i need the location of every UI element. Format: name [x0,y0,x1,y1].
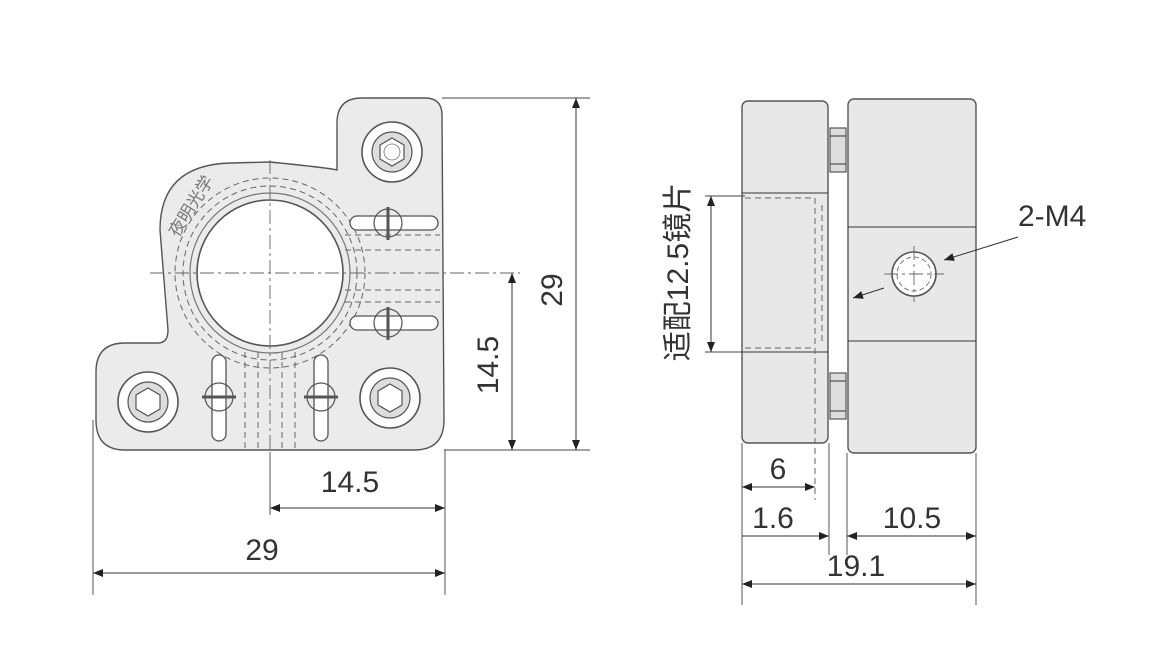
thread-leader [943,236,1019,261]
front-view: 夜明光学 29 14.5 14.5 29 [92,97,590,595]
gap-screw-lower [829,372,847,420]
dim-label-width-total: 29 [245,534,278,567]
thread-callout: 2-M4 [1018,200,1086,233]
dim-label-left-block: 6 [770,453,787,486]
dim-label-height-total: 29 [536,273,569,306]
dim-label-height-center: 14.5 [472,336,505,394]
dim-label-width-center: 14.5 [321,466,379,499]
clamp-slot-right [304,354,338,442]
clamp-slot-left [202,354,236,442]
clamp-slot-upper [349,207,439,240]
right-hex-screw [359,367,421,429]
dim-label-total: 19.1 [827,550,885,583]
gap-screw-upper [829,127,847,173]
left-block [741,100,829,444]
thread-leader [852,287,885,299]
clamp-slot-lower [349,307,439,340]
m4-threaded-hole [884,246,944,302]
dim-label-gap: 1.6 [752,502,794,535]
top-hex-screw [361,121,423,183]
dim-label-right-block: 10.5 [883,502,941,535]
left-hex-screw [117,371,179,433]
bore-dashed-ring [174,177,366,369]
side-view: 2-M4 适配12.5镜片 6 1.6 10.5 19.1 [662,98,1086,605]
optic-label: 适配12.5镜片 [662,183,695,361]
